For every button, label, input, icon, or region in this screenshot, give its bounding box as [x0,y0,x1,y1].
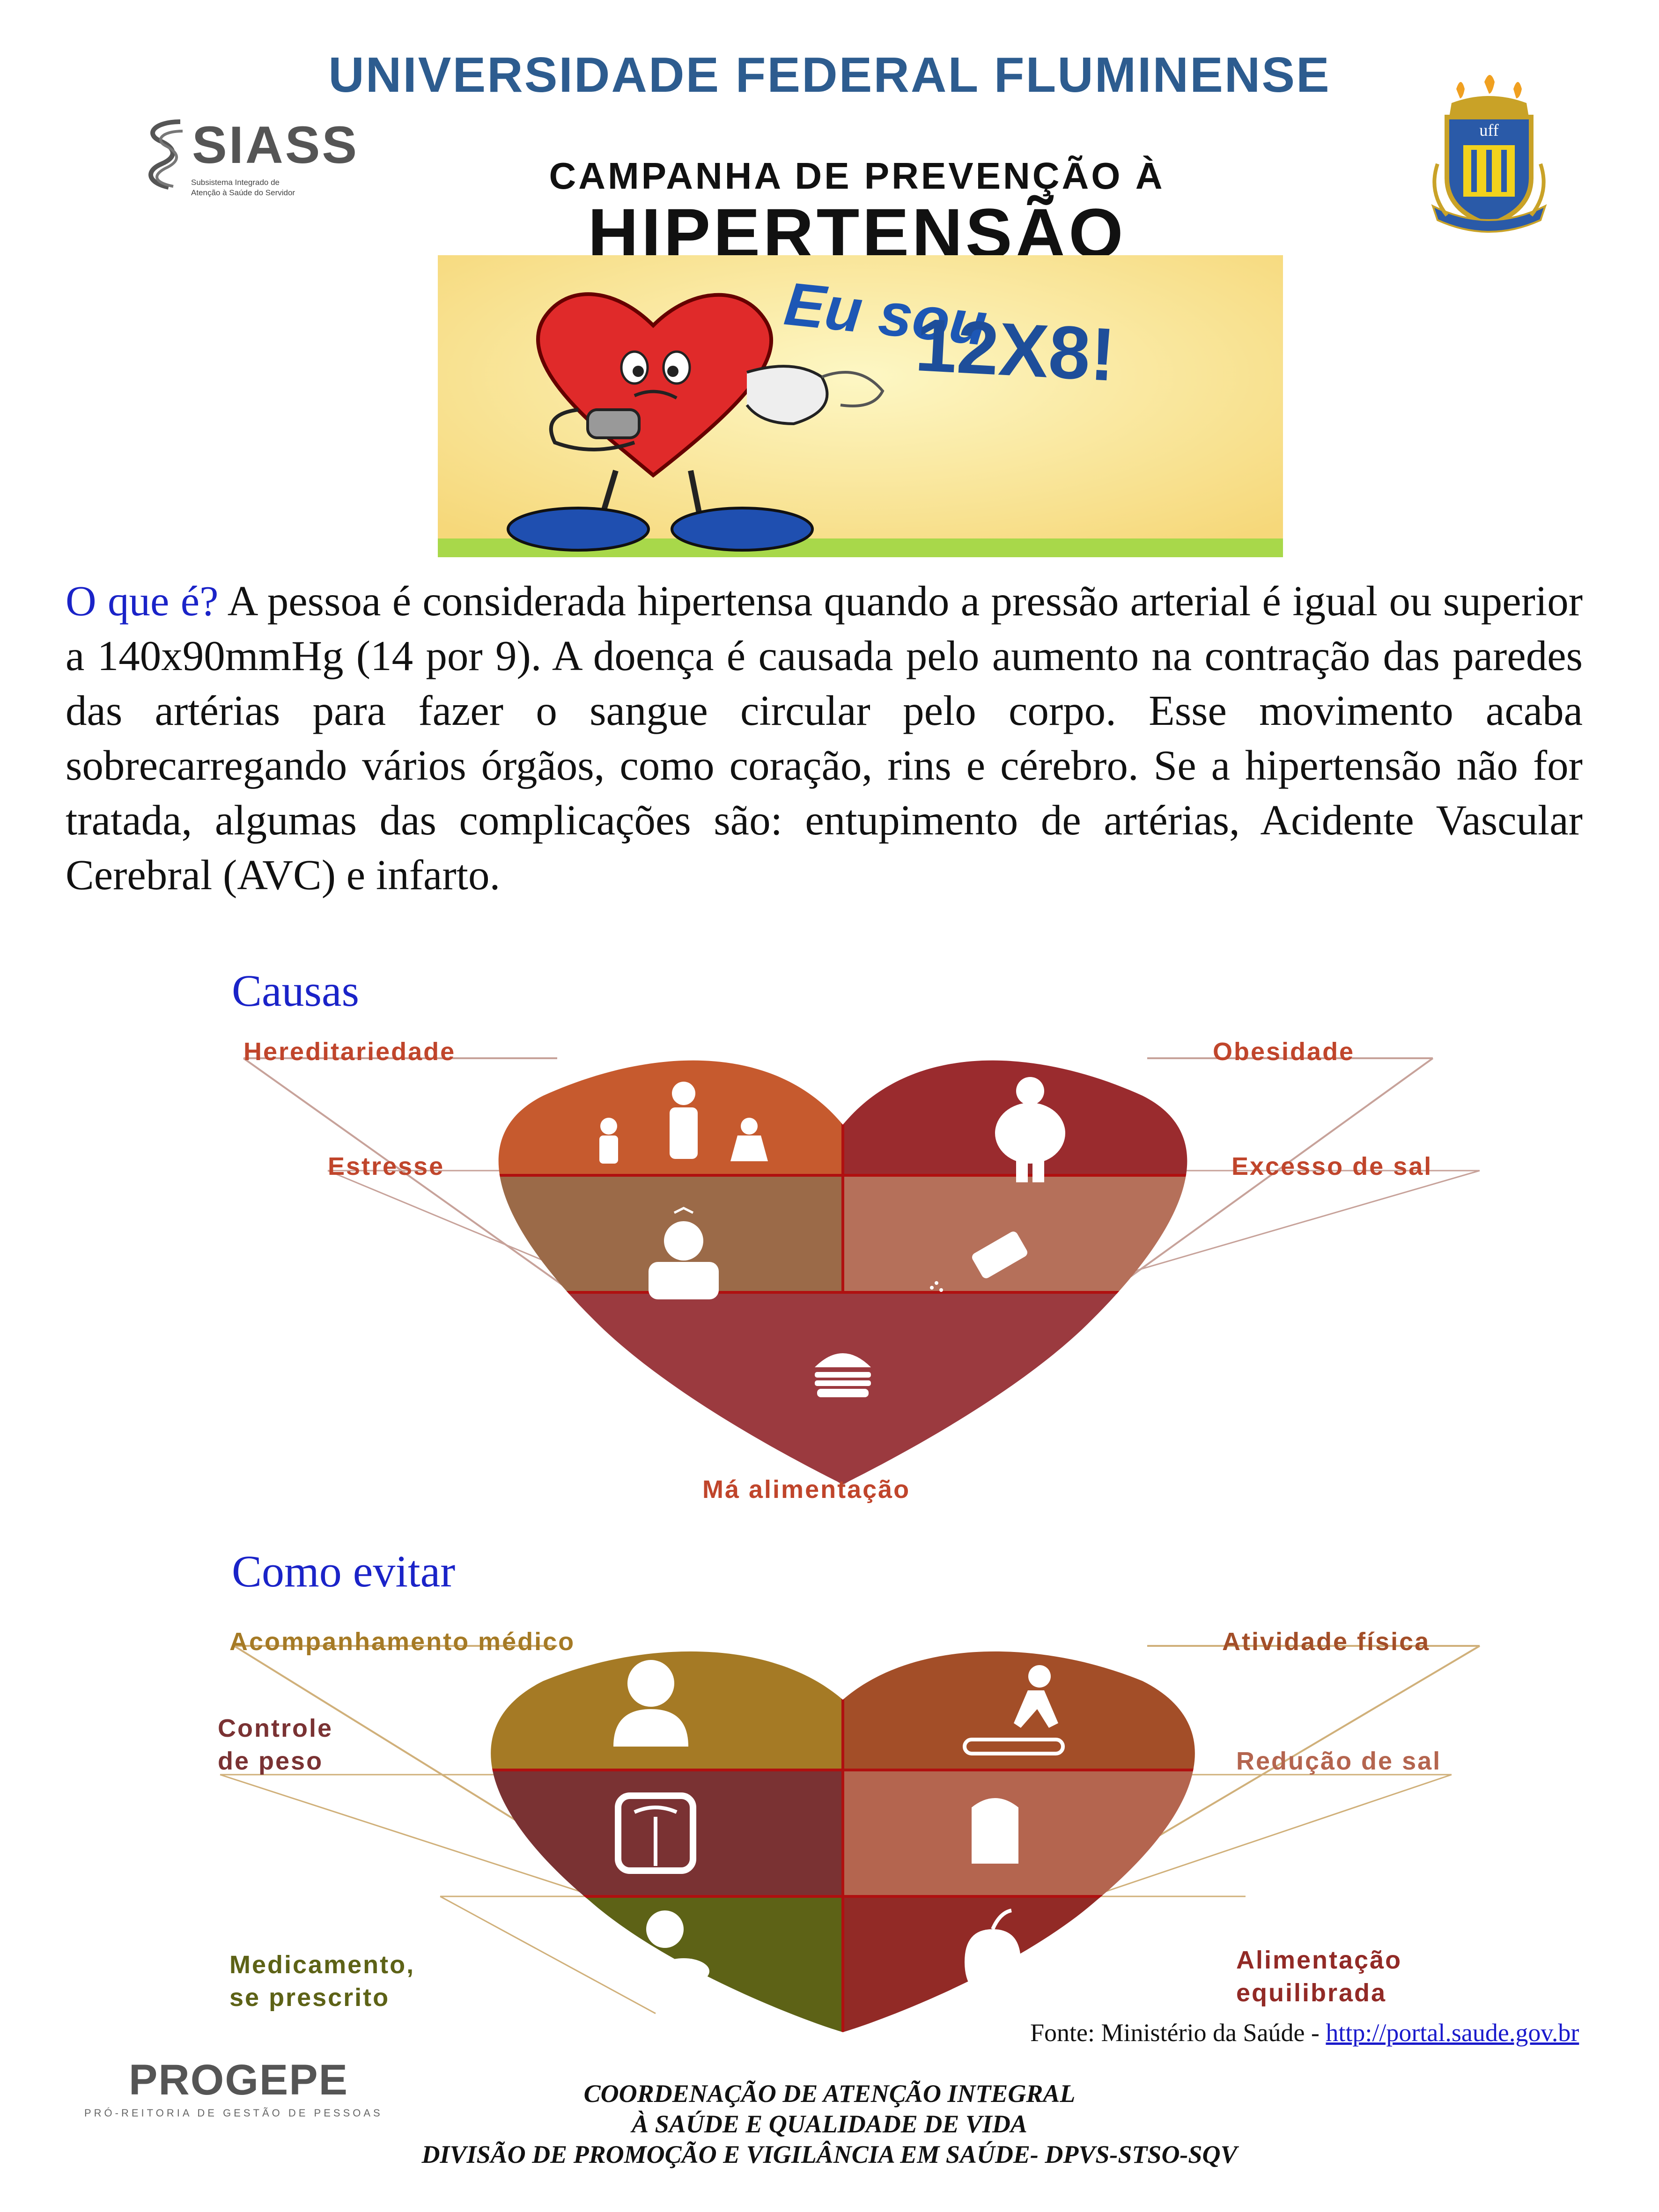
intro-question: O que é? [66,577,219,625]
siass-name: SIASS [192,116,359,174]
footer-line-1: COORDENAÇÃO DE ATENÇÃO INTEGRAL [583,2079,1076,2108]
footer-line-2: À SAÚDE E QUALIDADE DE VIDA [632,2110,1027,2138]
label-acompanhamento: Acompanhamento médico [229,1628,575,1656]
source-label: Fonte: Ministério da Saúde - [1030,2019,1326,2047]
progepe-logo: PROGEPE PRÓ-REITORIA DE GESTÃO DE PESSOA… [84,2056,393,2121]
uff-crest-icon: uff [1431,75,1547,233]
causas-heading: Causas [232,966,359,1016]
label-obesidade: Obesidade [1213,1038,1355,1066]
intro-text: A pessoa é considerada hipertensa quando… [66,577,1583,899]
label-alimentacao-2: equilibrada [1236,1979,1387,2007]
excesso-sal-block [843,1175,1187,1292]
label-excesso-sal: Excesso de sal [1231,1152,1433,1180]
doctor-icon [613,1660,688,1747]
label-medicamento-1: Medicamento, [229,1951,415,1979]
progepe-name: PROGEPE [129,2056,349,2104]
label-alimentacao-1: Alimentação [1236,1946,1402,1974]
stressed-person-icon [649,1207,719,1299]
obese-person-icon [995,1077,1065,1182]
campaign-line1: CAMPANHA DE PREVENÇÃO À [549,155,1165,197]
progepe-subtitle: PRÓ-REITORIA DE GESTÃO DE PESSOAS [84,2107,383,2119]
siass-subtitle-2: Atenção à Saúde do Servidor [191,188,295,197]
slogan-12x8: 12X8! [913,302,1118,397]
university-title: UNIVERSIDADE FEDERAL FLUMINENSE [328,47,1331,103]
heart-character-icon [438,255,1283,557]
treadmill-runner-icon [963,1665,1065,1755]
alimentacao-block [843,1896,1195,2032]
evitar-heart-diagram [220,1645,1481,2032]
reducao-sal-block [843,1770,1195,1896]
crest-text: uff [1479,121,1498,140]
label-hereditariedade: Hereditariedade [243,1038,456,1066]
label-ma-alimentacao: Má alimentação [702,1475,911,1504]
family-icon [599,1082,768,1164]
intro-paragraph: O que é? A pessoa é considerada hiperten… [66,574,1583,902]
label-controle-1: Controle [218,1714,333,1742]
campaign-illustration: Eu sou 12X8! [438,255,1283,557]
label-medicamento-2: se prescrito [229,1983,390,2012]
label-controle-2: de peso [218,1747,324,1775]
label-estresse: Estresse [328,1152,445,1180]
hereditariedade-block [498,1060,843,1175]
siass-spiral-icon [148,119,183,190]
pills-icon [646,1910,709,1984]
label-reducao-sal: Redução de sal [1236,1747,1442,1775]
ma-alimentacao-block [498,1292,1187,1484]
scale-icon [615,1792,696,1874]
salt-shaker-icon [930,1231,1027,1292]
footer-line-3: DIVISÃO DE PROMOÇÃO E VIGILÂNCIA EM SAÚD… [421,2140,1238,2168]
causas-heart-diagram [243,1057,1480,1486]
burger-icon [815,1353,871,1397]
evitar-heading: Como evitar [232,1546,456,1596]
apple-icon [965,1909,1021,1999]
salt-shaker-upright-icon [972,1798,1018,1864]
siass-subtitle-1: Subsistema Integrado de [191,178,280,187]
label-atividade: Atividade física [1222,1628,1430,1656]
source-link[interactable]: http://portal.saude.gov.br [1326,2019,1579,2047]
siass-logo: SIASS Subsistema Integrado de Atenção à … [136,112,361,201]
source-note: Fonte: Ministério da Saúde - http://port… [1030,2018,1579,2047]
